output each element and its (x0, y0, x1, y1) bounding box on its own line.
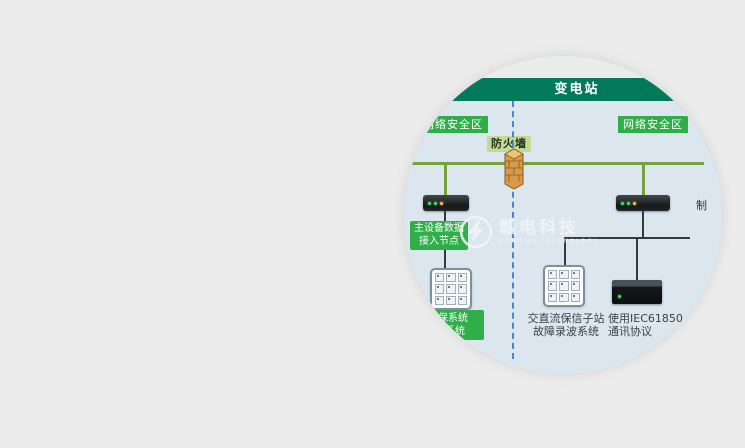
watermark-en: GANDIAN TECHNOLOGY (499, 236, 598, 245)
caption-right-line2: 通讯协议 (608, 325, 652, 338)
switch-led (428, 201, 431, 205)
firewall-label: 防火墙 (487, 136, 531, 152)
bus-drop-line-right (642, 165, 645, 196)
connector-line-blackbox-drop (636, 237, 638, 282)
watermark-text: 赣电科技 GANDIAN TECHNOLOGY (499, 219, 598, 246)
switch-led (440, 201, 443, 205)
firewall-icon (503, 148, 525, 190)
connector-line-right-switch-drop (642, 211, 644, 237)
network-switch-right (616, 195, 670, 211)
bus-drop-line-left (444, 165, 447, 196)
caption-left-line2: 系统 (445, 326, 465, 337)
access-node-line2: 接入节点 (419, 236, 459, 247)
device-led (618, 295, 621, 298)
circle-top-strip (404, 56, 722, 78)
substation-header: 变电站 (404, 78, 722, 101)
caption-middle-line1: 交直流保信子站 (527, 312, 605, 325)
relay-panel-device-left (430, 268, 472, 310)
switch-led (621, 201, 624, 205)
clipped-right-label-fragment: 制 (696, 199, 707, 212)
switch-led (434, 201, 437, 205)
caption-right-device: 使用IEC61850 通讯协议 (608, 312, 683, 338)
watermark: 赣电科技 GANDIAN TECHNOLOGY (458, 214, 598, 250)
zone-label-left: 网络安全区 (418, 116, 488, 133)
switch-led (633, 201, 636, 205)
green-bus-line (404, 162, 704, 165)
network-switch-left (423, 195, 469, 211)
switch-led (627, 201, 630, 205)
caption-left-device: 保系统 系统 (404, 310, 484, 340)
protocol-converter-device (612, 280, 662, 304)
relay-panel-grid (548, 270, 580, 302)
access-node-label: 主设备数据 接入节点 (410, 221, 468, 250)
caption-middle-line2: 故障录波系统 (533, 325, 599, 338)
diagram-circle: 变电站 网络安全区 网络安全区 防火墙 制 主设备数据 接入节点 (404, 56, 722, 374)
relay-panel-grid (435, 273, 467, 305)
connector-line-horizontal (564, 237, 690, 239)
caption-left-line1: 保系统 (438, 313, 468, 324)
watermark-cn: 赣电科技 (499, 217, 579, 238)
zone-label-right: 网络安全区 (618, 116, 688, 133)
watermark-logo-icon (458, 214, 494, 250)
access-node-line1: 主设备数据 (414, 223, 464, 234)
caption-right-line1: 使用IEC61850 (608, 312, 683, 325)
connector-line-middle-drop (564, 237, 566, 266)
relay-panel-device-middle (543, 265, 585, 307)
security-boundary-dashed-line (512, 101, 514, 359)
caption-middle-device: 交直流保信子站 故障录波系统 (524, 312, 608, 338)
